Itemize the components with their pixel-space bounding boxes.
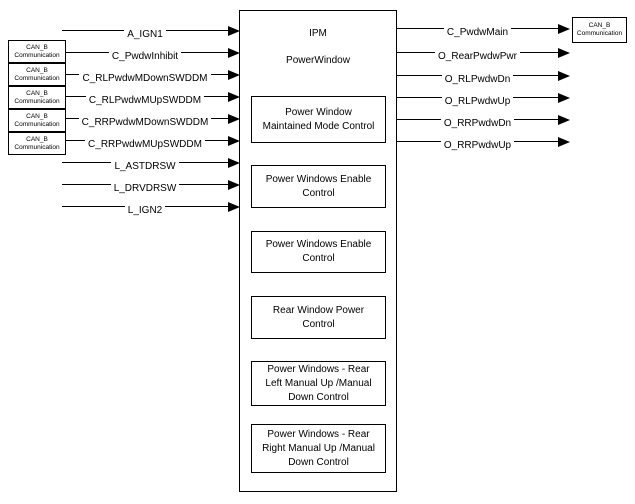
function-box-label: Power Windows - Rear — [267, 363, 370, 375]
function-box-label: Power Windows Enable — [265, 173, 372, 185]
signal-label: L_ASTDRSW — [111, 160, 179, 173]
arrowhead-icon — [228, 180, 240, 190]
can-b-communication-box: CAN_B Communication — [8, 132, 66, 155]
function-box-label: Power Window — [285, 106, 352, 118]
can-b-communication-box: CAN_B Communication — [8, 109, 66, 132]
signal-label: O_RLPwdwDn — [441, 73, 514, 86]
signal-label: L_IGN2 — [124, 204, 166, 217]
can-box-label: Communication — [14, 97, 60, 105]
can-box-label: CAN_B — [26, 66, 48, 74]
can-b-communication-box: CAN_B Communication — [8, 63, 66, 86]
can-b-communication-box: CAN_B Communication — [572, 17, 627, 43]
function-box-label: Power Windows - Rear — [267, 428, 370, 440]
arrowhead-icon — [558, 115, 570, 125]
function-box-maintained-mode-control: Power Window Maintained Mode Control — [251, 96, 386, 143]
function-box-windows-enable-control-2: Power Windows Enable Control — [251, 231, 386, 273]
can-box-label: Communication — [14, 74, 60, 82]
signal-label: C_PwdwInhibit — [108, 50, 182, 63]
arrowhead-icon — [558, 71, 570, 81]
function-box-rear-right-manual-control: Power Windows - Rear Right Manual Up /Ma… — [251, 424, 386, 473]
arrowhead-icon — [228, 158, 240, 168]
arrowhead-icon — [228, 92, 240, 102]
arrowhead-icon — [558, 24, 570, 34]
arrowhead-icon — [558, 93, 570, 103]
signal-label: C_RLPwdwMDownSWDDM — [79, 72, 211, 85]
can-box-label: CAN_B — [26, 43, 48, 51]
arrowhead-icon — [228, 136, 240, 146]
arrowhead-icon — [228, 114, 240, 124]
can-box-label: Communication — [576, 30, 623, 37]
function-box-label: Maintained Mode Control — [262, 120, 375, 132]
arrowhead-icon — [228, 26, 240, 36]
can-b-communication-box: CAN_B Communication — [8, 86, 66, 109]
can-box-label: Communication — [14, 120, 60, 128]
signal-label: C_RRPwdwMUpSWDDM — [85, 138, 205, 151]
signal-label: C_PwdwMain — [443, 26, 512, 39]
signal-label: O_RRPwdwDn — [440, 117, 515, 130]
function-box-label: Left Manual Up /Manual — [265, 377, 372, 389]
function-box-label: Power Windows Enable — [265, 239, 372, 250]
signal-label: A_IGN1 — [124, 28, 166, 41]
function-box-label: Right Manual Up /Manual — [262, 442, 375, 454]
arrowhead-icon — [558, 48, 570, 58]
module-subtitle: PowerWindow — [286, 55, 350, 66]
can-b-communication-box: CAN_B Communication — [8, 40, 66, 63]
can-box-label: CAN_B — [26, 89, 48, 97]
function-box-label: Down Control — [288, 391, 349, 403]
signal-label: O_RLPwdwUp — [441, 95, 514, 108]
function-box-label: Control — [302, 187, 335, 199]
signal-label: L_DRVDRSW — [110, 182, 180, 195]
function-box-windows-enable-control-1: Power Windows Enable Control — [251, 165, 386, 208]
function-box-rear-window-power-control: Rear Window Power Control — [251, 296, 386, 339]
can-box-label: Communication — [14, 143, 60, 151]
arrowhead-icon — [228, 70, 240, 80]
function-box-label: Control — [302, 318, 335, 330]
can-box-label: CAN_B — [26, 112, 48, 120]
function-box-label: Down Control — [288, 456, 349, 468]
signal-label: O_RearPwdwPwr — [435, 50, 520, 63]
can-box-label: CAN_B — [26, 135, 48, 143]
function-box-label: Rear Window Power — [272, 304, 365, 316]
arrowhead-icon — [558, 137, 570, 147]
signal-label: O_RRPwdwUp — [440, 139, 515, 152]
arrowhead-icon — [228, 202, 240, 212]
module-title: IPM — [309, 28, 327, 39]
signal-label: C_RRPwdwMDownSWDDM — [78, 116, 212, 129]
signal-label: C_RLPwdwMUpSWDDM — [85, 94, 205, 107]
arrowhead-icon — [228, 48, 240, 58]
function-box-rear-left-manual-control: Power Windows - Rear Left Manual Up /Man… — [251, 361, 386, 406]
can-box-label: CAN_B — [588, 22, 611, 29]
ipm-module-box: IPM PowerWindow Power Window Maintained … — [239, 10, 397, 492]
function-box-label: Control — [302, 253, 335, 264]
can-box-label: Communication — [14, 51, 60, 59]
